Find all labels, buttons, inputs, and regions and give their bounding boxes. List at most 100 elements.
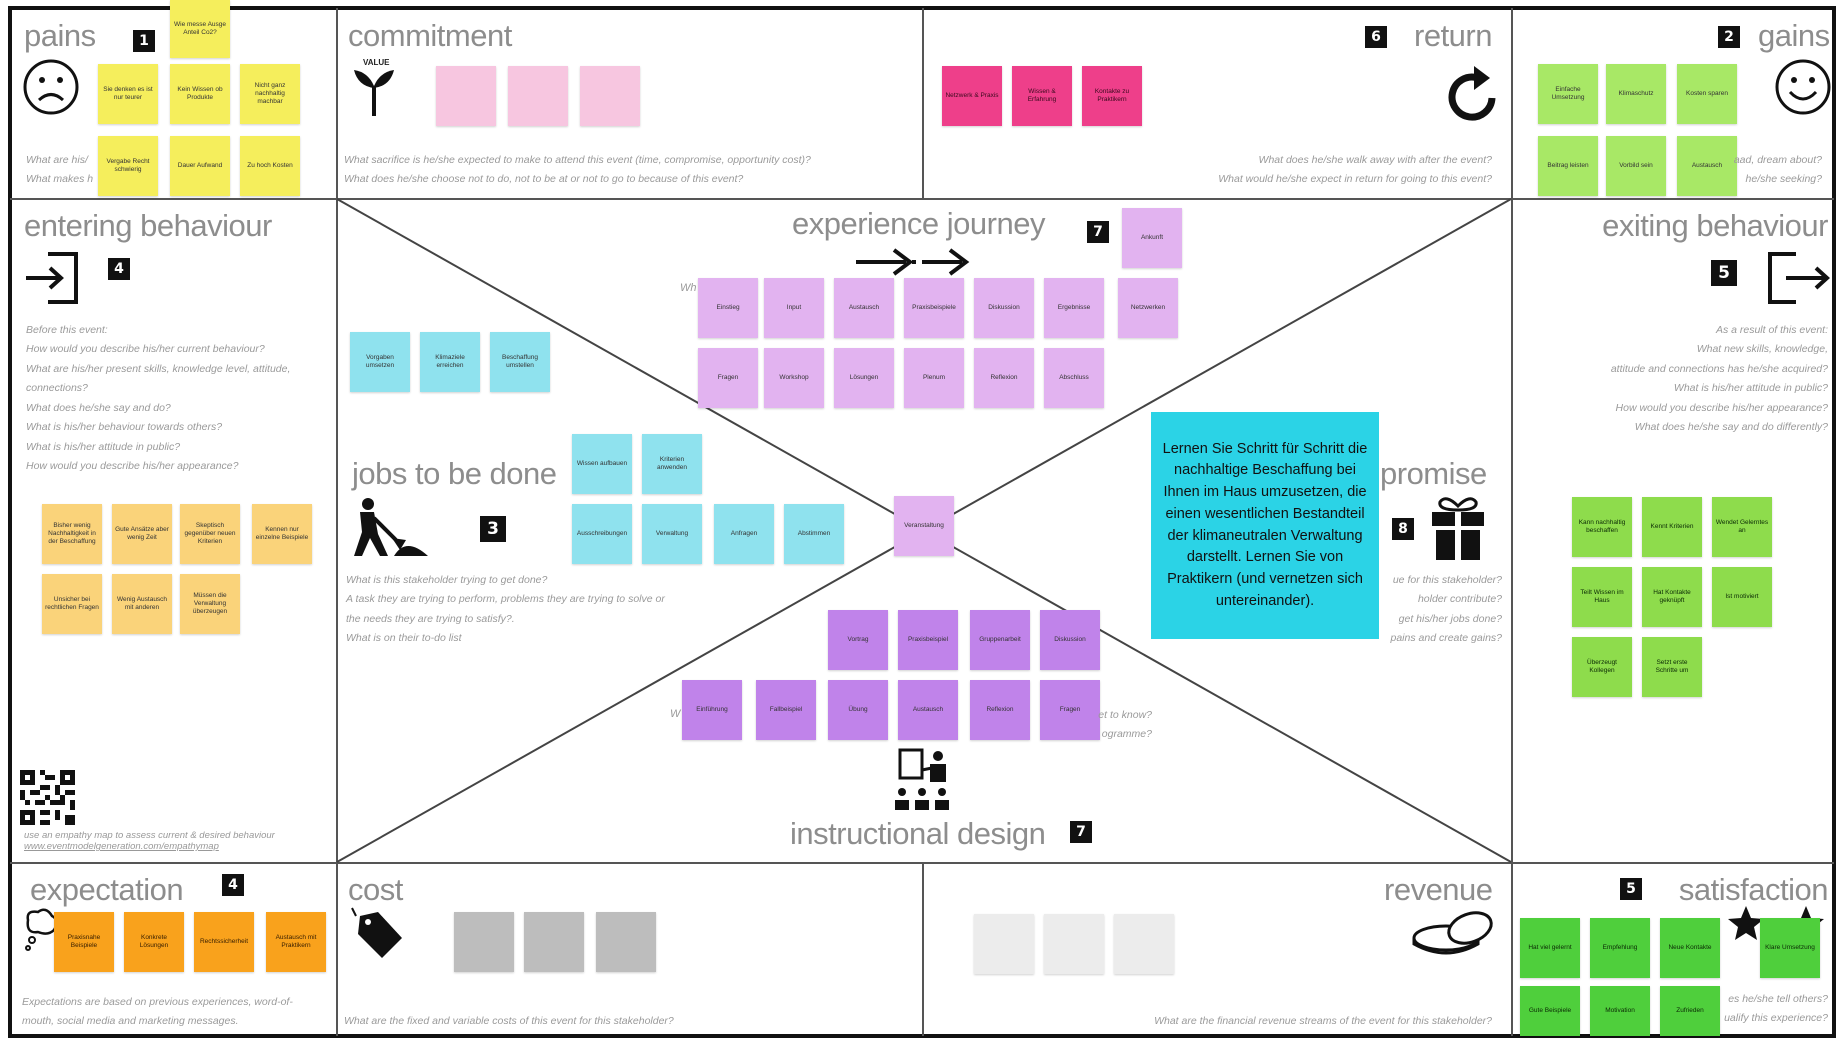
sticky-note[interactable]: Netzwerk & Praxis [942, 66, 1002, 126]
sticky-note[interactable]: Wendet Gelerntes an [1712, 497, 1772, 557]
sticky-note[interactable]: Teilt Wissen im Haus [1572, 567, 1632, 627]
gains-title: gains [1758, 18, 1830, 53]
sticky-note[interactable]: Wie messe Ausge Anteil Co2? [170, 0, 230, 58]
sticky-note[interactable]: Gruppenarbeit [970, 610, 1030, 670]
sticky-note[interactable]: Unsicher bei rechtlichen Fragen [42, 574, 102, 634]
sticky-note[interactable]: Empfehlung [1590, 918, 1650, 978]
sticky-note[interactable]: Austausch [898, 680, 958, 740]
sticky-note[interactable]: Vorbild sein [1606, 136, 1666, 196]
sticky-note[interactable]: Ankunft [1122, 208, 1182, 268]
sticky-note[interactable]: Austausch [834, 278, 894, 338]
sticky-note[interactable]: Lösungen [834, 348, 894, 408]
sticky-note[interactable] [524, 912, 584, 972]
sticky-note[interactable] [1044, 914, 1104, 974]
gift-icon [1432, 497, 1484, 560]
sticky-note[interactable]: Müssen die Verwaltung überzeugen [180, 574, 240, 634]
sticky-note[interactable]: Wenig Austausch mit anderen [112, 574, 172, 634]
sticky-note[interactable]: Hat Kontakte geknüpft [1642, 567, 1702, 627]
sticky-note[interactable]: Beitrag leisten [1538, 136, 1598, 196]
sticky-note[interactable]: Bisher wenig Nachhaltigkeit in der Besch… [42, 504, 102, 564]
expectation-questions: Expectations are based on previous exper… [22, 996, 293, 1028]
sticky-note[interactable]: Zufrieden [1660, 986, 1720, 1036]
sticky-note[interactable]: Skeptisch gegenüber neuen Kriterien [180, 504, 240, 564]
sticky-note[interactable]: Zu hoch Kosten [240, 136, 300, 196]
sticky-note[interactable]: Setzt erste Schritte um [1642, 637, 1702, 697]
sticky-note[interactable]: Wissen aufbauen [572, 434, 632, 494]
promise-callout[interactable]: Lernen Sie Schritt für Schritt die nachh… [1151, 412, 1379, 639]
sticky-note[interactable]: Nicht ganz nachhaltig machbar [240, 64, 300, 124]
sticky-note[interactable]: Abschluss [1044, 348, 1104, 408]
sticky-note[interactable]: Fallbeispiel [756, 680, 816, 740]
revenue-questions: What are the financial revenue streams o… [1154, 1015, 1492, 1027]
entering-title: entering behaviour [24, 208, 272, 243]
sticky-note[interactable]: Praxisbeispiel [898, 610, 958, 670]
sticky-note[interactable]: Vortrag [828, 610, 888, 670]
sticky-note[interactable]: Abstimmen [784, 504, 844, 564]
sticky-note[interactable]: Ergebnisse [1044, 278, 1104, 338]
sticky-note[interactable] [454, 912, 514, 972]
sticky-note[interactable]: Konkrete Lösungen [124, 912, 184, 972]
sticky-note[interactable]: Kontakte zu Praktikern [1082, 66, 1142, 126]
sad-face-icon [23, 59, 79, 115]
sticky-note[interactable]: Ausschreibungen [572, 504, 632, 564]
sticky-note[interactable]: Sie denken es ist nur teurer [98, 64, 158, 124]
sticky-note[interactable]: Hat viel gelernt [1520, 918, 1580, 978]
sticky-note[interactable]: Fragen [1040, 680, 1100, 740]
sticky-note[interactable]: Dauer Aufwand [170, 136, 230, 196]
sticky-note[interactable]: Praxisbeispiele [904, 278, 964, 338]
sticky-note[interactable]: Einfache Umsetzung [1538, 64, 1598, 124]
sticky-note[interactable]: Praxisnahe Beispiele [54, 912, 114, 972]
sticky-note[interactable]: Gute Beispiele [1520, 986, 1580, 1036]
qr-code-icon[interactable] [20, 770, 75, 825]
sticky-note[interactable] [1114, 914, 1174, 974]
coins-icon [1412, 911, 1493, 955]
sticky-note[interactable] [974, 914, 1034, 974]
sticky-note[interactable]: Netzwerken [1118, 278, 1178, 338]
promise-questions: ue for this stakeholder? holder contribu… [1390, 574, 1503, 645]
sticky-note[interactable]: Diskussion [974, 278, 1034, 338]
sticky-note[interactable] [596, 912, 656, 972]
sticky-note[interactable]: Kennen nur einzelne Beispiele [252, 504, 312, 564]
sticky-note[interactable]: Klimaschutz [1606, 64, 1666, 124]
sticky-note[interactable]: Gute Ansätze aber wenig Zeit [112, 504, 172, 564]
sticky-note[interactable]: Reflexion [970, 680, 1030, 740]
sticky-note[interactable] [436, 66, 496, 126]
sticky-note[interactable]: Diskussion [1040, 610, 1100, 670]
divider [10, 198, 1834, 200]
sticky-note[interactable]: Input [764, 278, 824, 338]
center-sticky-note[interactable]: Veranstaltung [894, 496, 954, 556]
sticky-note[interactable]: Plenum [904, 348, 964, 408]
sticky-note[interactable]: Austausch mit Praktikern [266, 912, 326, 972]
sticky-note[interactable]: Klare Umsetzung [1760, 918, 1820, 978]
sticky-note[interactable]: Workshop [764, 348, 824, 408]
sticky-note[interactable]: Verwaltung [642, 504, 702, 564]
sticky-note[interactable]: Kriterien anwenden [642, 434, 702, 494]
sticky-note[interactable]: Vergabe Recht schwierig [98, 136, 158, 196]
sticky-note[interactable]: Kennt Kriterien [1642, 497, 1702, 557]
sticky-note[interactable]: Kosten sparen [1677, 64, 1737, 124]
sticky-note[interactable]: Übung [828, 680, 888, 740]
sticky-note[interactable]: Kann nachhaltig beschaffen [1572, 497, 1632, 557]
sticky-note[interactable]: Einführung [682, 680, 742, 740]
entering-badge: 4 [108, 258, 130, 280]
sticky-note[interactable]: Rechtssicherheit [194, 912, 254, 972]
sticky-note[interactable] [580, 66, 640, 126]
sticky-note[interactable]: Reflexion [974, 348, 1034, 408]
sticky-note[interactable]: Fragen [698, 348, 758, 408]
sticky-note[interactable]: Kein Wissen ob Produkte [170, 64, 230, 124]
sticky-note[interactable]: Beschaffung umstellen [490, 332, 550, 392]
sticky-note[interactable]: Ist motiviert [1712, 567, 1772, 627]
sticky-note[interactable]: Wissen & Erfahrung [1012, 66, 1072, 126]
sticky-note[interactable]: Anfragen [714, 504, 774, 564]
sticky-note[interactable]: Motivation [1590, 986, 1650, 1036]
divider [922, 862, 924, 1036]
sticky-note[interactable]: Neue Kontakte [1660, 918, 1720, 978]
sticky-note[interactable]: Überzeugt Kollegen [1572, 637, 1632, 697]
sticky-note[interactable]: Klimaziele erreichen [420, 332, 480, 392]
sticky-note[interactable] [508, 66, 568, 126]
enter-icon [26, 252, 78, 304]
sticky-note[interactable]: Vorgaben umsetzen [350, 332, 410, 392]
journey-badge: 7 [1087, 221, 1109, 243]
sticky-note[interactable]: Austausch [1677, 136, 1737, 196]
sticky-note[interactable]: Einstieg [698, 278, 758, 338]
